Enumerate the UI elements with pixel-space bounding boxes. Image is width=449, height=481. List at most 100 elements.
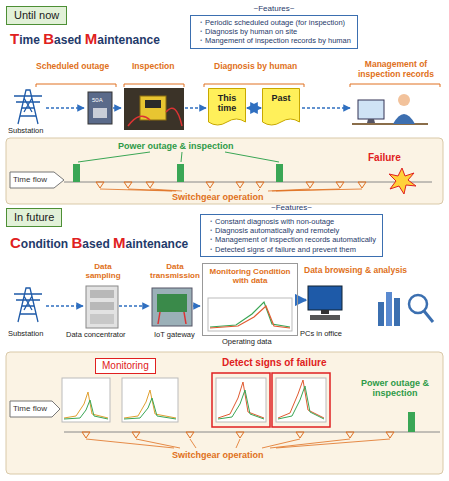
leader-line — [86, 439, 390, 448]
operating-chart — [208, 298, 292, 331]
failure-label: Failure — [368, 152, 401, 164]
double-arrow — [247, 107, 261, 109]
leader-line — [78, 152, 279, 162]
features-heading: ~Features~ — [190, 4, 358, 14]
outage-label: Power outage & inspection — [350, 378, 440, 399]
step-label: Data sampling — [80, 262, 126, 280]
mini-chart — [62, 378, 326, 422]
title-rest: ased — [54, 33, 81, 47]
document-outline — [263, 89, 300, 126]
analysis-icon — [378, 292, 433, 326]
failure-burst — [389, 168, 416, 194]
title-rest: ondition — [21, 237, 68, 251]
title-rest: aintenance — [97, 33, 160, 47]
timeline-band — [6, 352, 443, 474]
time-axis — [64, 182, 432, 183]
time-label: Time flow — [13, 175, 47, 184]
switch-marker — [96, 182, 366, 188]
title-initial: B — [43, 30, 54, 47]
title-initial: C — [10, 234, 21, 251]
monitoring-text: Monitoring Condition with data — [206, 267, 294, 285]
features-heading: ~Features~ — [200, 203, 383, 213]
title-initial: M — [113, 234, 126, 251]
record-document: Past — [262, 88, 300, 128]
alert-frame — [212, 373, 330, 427]
alert-label: Detect signs of failure — [222, 357, 326, 369]
switch-marker — [82, 432, 394, 438]
title-space — [81, 33, 84, 47]
concentrator-icon — [86, 286, 118, 328]
title-initial: B — [72, 234, 83, 251]
tag-text: Until now — [14, 9, 59, 22]
title-initial: T — [10, 30, 19, 47]
step-label: Inspection — [132, 62, 175, 72]
time-arrow — [10, 401, 60, 417]
time-arrow — [10, 172, 64, 188]
records-icon — [352, 94, 428, 124]
title-initial: M — [85, 30, 98, 47]
feature-item: ・Constant diagnosis with non-outage — [207, 217, 376, 226]
flow-arrow — [185, 107, 206, 109]
feature-item: ・Periodic scheduled outage (for inspecti… — [197, 18, 351, 27]
title-rest: ime — [19, 33, 40, 47]
section-tag: In future — [6, 208, 62, 227]
section-tag: Until now — [6, 6, 67, 25]
bracket — [36, 84, 440, 87]
gateway-icon — [152, 288, 192, 326]
title-space — [40, 33, 43, 47]
switchgear-label: Switchgear operation — [172, 192, 264, 202]
icon-label: PCs in office — [300, 330, 342, 339]
inspection-photo — [124, 88, 184, 130]
icon-label: Substation — [8, 127, 43, 136]
title-rest: ased — [82, 237, 109, 251]
flow-arrow — [302, 107, 350, 109]
outage-bar — [73, 164, 283, 182]
flow-arrow — [119, 305, 149, 307]
features-box: ~Features~ ・Periodic scheduled outage (fo… — [190, 4, 358, 49]
flow-arrow — [46, 107, 84, 109]
pc-icon — [308, 286, 342, 320]
feature-item: ・Diagnosis automatically and remotely — [207, 226, 376, 235]
features-frame: ・Periodic scheduled outage (for inspecti… — [190, 15, 358, 49]
feature-item: ・Mangement of inspection records by huma… — [197, 36, 351, 45]
document-text: This time — [208, 88, 246, 114]
feature-item: ・Management of inspection records automa… — [207, 235, 376, 244]
features-frame: ・Constant diagnosis with non-outage・Diag… — [200, 214, 383, 258]
icon-label: Substation — [8, 330, 43, 339]
flow-arrow — [193, 305, 200, 307]
rating-label: 50A — [92, 97, 103, 104]
icon-label: IoT gateway — [154, 331, 195, 340]
icon-label: Data concentrator — [66, 331, 126, 340]
outage-label: Power outage & inspection — [118, 141, 234, 151]
switchgear-label: Switchgear operation — [172, 450, 264, 460]
monitoring-tag: Monitoring — [95, 358, 156, 374]
feature-item: ・Detected signs of failure and prevent t… — [207, 245, 376, 254]
step-label: Management of inspection records — [352, 60, 440, 80]
substation-icon — [14, 90, 42, 124]
title-space — [110, 237, 113, 251]
method-title: Condition Based Maintenance — [10, 234, 188, 252]
time-label: Time flow — [13, 404, 47, 413]
icon-label: Operating data — [222, 338, 272, 347]
document-outline — [209, 89, 246, 126]
outage-bar — [408, 412, 415, 432]
tag-text: Monitoring — [102, 360, 149, 372]
time-axis — [64, 432, 440, 433]
record-document: This time — [208, 88, 246, 128]
flow-arrow — [46, 305, 83, 307]
leader-line — [100, 189, 362, 191]
step-label: Diagnosis by human — [214, 62, 297, 72]
step-label: Data transmission — [144, 262, 206, 280]
breaker-icon — [88, 92, 112, 124]
flow-arrow — [113, 107, 121, 109]
title-rest: aintenance — [126, 237, 189, 251]
tag-text: In future — [14, 211, 54, 224]
flow-arrow — [299, 299, 306, 302]
monitoring-box: Monitoring Condition with data — [202, 263, 298, 336]
timeline-band — [6, 138, 443, 204]
title-space — [68, 237, 71, 251]
document-text: Past — [262, 88, 300, 103]
step-label: Scheduled outage — [36, 62, 109, 72]
features-box: ~Features~・Constant diagnosis with non-o… — [200, 203, 383, 257]
